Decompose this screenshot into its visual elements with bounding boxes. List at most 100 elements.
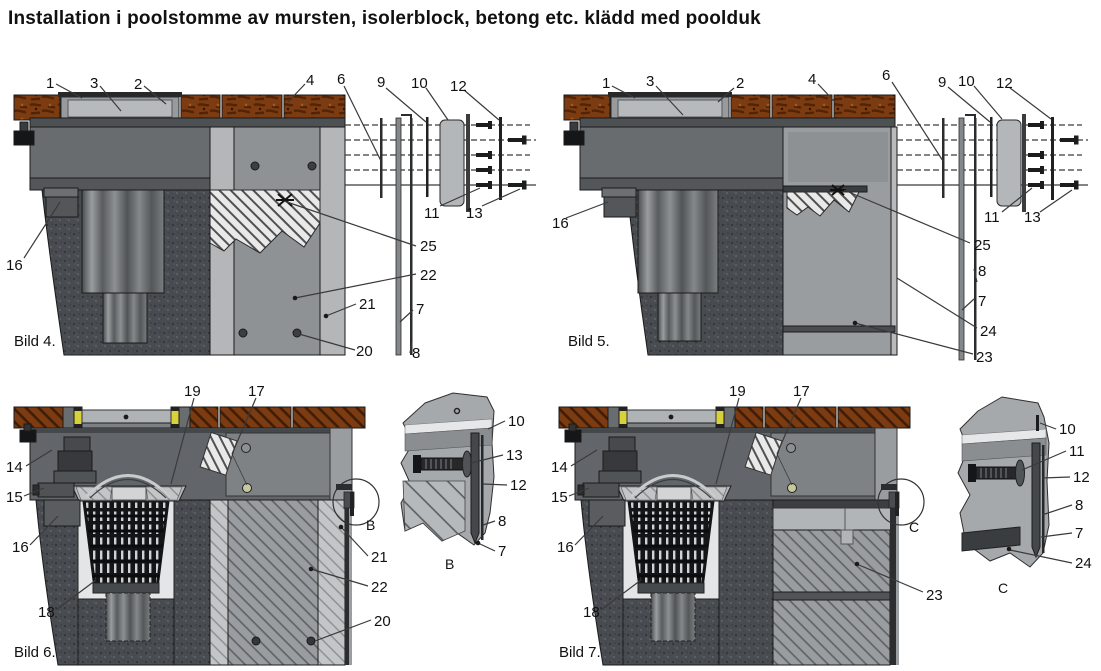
screw-head — [242, 483, 252, 493]
screws — [1028, 121, 1079, 190]
callout-21: 21 — [371, 549, 388, 566]
callout-24: 24 — [1075, 555, 1092, 572]
callout-12: 12 — [1073, 469, 1090, 486]
detail-circle-C — [877, 478, 925, 526]
leader-dot — [852, 320, 858, 326]
callout-19: 19 — [184, 383, 201, 400]
detail-label-B: B — [445, 556, 454, 572]
skimmer-lid — [608, 92, 732, 121]
callout-22: 22 — [371, 579, 388, 596]
callout-3: 3 — [90, 75, 98, 92]
liner-cut-section — [209, 189, 321, 254]
liner-cut-section — [786, 184, 860, 217]
inlet-fittings — [19, 423, 97, 527]
wood-deck-cut — [558, 406, 911, 429]
leader-lines — [470, 420, 508, 552]
skimmer-basket — [82, 499, 170, 594]
callout-12: 12 — [996, 75, 1013, 92]
lock-nut — [43, 187, 79, 218]
figure-bild6: 19 17 14 15 16 18 21 22 20 B Bild 6. — [6, 383, 391, 666]
wall-section — [782, 126, 898, 356]
callout-20: 20 — [356, 343, 373, 360]
callout-11: 11 — [1069, 443, 1085, 460]
callout-18: 18 — [583, 604, 600, 621]
leader-dot — [323, 313, 329, 319]
callout-4: 4 — [808, 71, 816, 88]
callout-18: 18 — [38, 604, 55, 621]
callout-10: 10 — [411, 75, 428, 92]
callout-16: 16 — [552, 215, 569, 232]
callout-16: 16 — [12, 539, 29, 556]
figure-label-bild6: Bild 6. — [14, 644, 56, 661]
callout-16: 16 — [557, 539, 574, 556]
inlet-fittings — [564, 423, 642, 527]
callout-1: 1 — [46, 75, 54, 92]
flange — [404, 427, 493, 452]
callout-2: 2 — [736, 75, 744, 92]
detail-label-C: C — [998, 580, 1008, 596]
callout-22: 22 — [420, 267, 437, 284]
figure-bild7: 19 17 14 15 16 18 23 C Bild 7. — [551, 383, 943, 666]
leader-lines — [23, 83, 521, 354]
mouth-collar — [71, 474, 187, 502]
bolt — [968, 459, 1025, 487]
skimmer-body — [13, 117, 346, 191]
callout-1: 1 — [602, 75, 610, 92]
leader-dot — [475, 540, 481, 546]
skimmer-lid — [58, 92, 182, 121]
leader-dot — [292, 295, 298, 301]
figure-bild4: 1 3 2 4 6 9 10 12 11 13 16 25 22 21 7 20… — [6, 71, 536, 362]
callout-13: 13 — [466, 205, 483, 222]
mount-rail — [961, 526, 1021, 552]
callout-23: 23 — [976, 349, 993, 366]
callout-14: 14 — [551, 459, 568, 476]
drain-pipe — [650, 592, 696, 642]
leader-dot — [338, 524, 344, 530]
masonry-hatch — [402, 480, 466, 542]
lock-nut — [601, 187, 637, 218]
callout-12: 12 — [450, 78, 467, 95]
callout-15: 15 — [551, 489, 568, 506]
callout-15: 15 — [6, 489, 23, 506]
detail-ref-B: B — [366, 517, 375, 533]
callout-24: 24 — [980, 323, 997, 340]
leader-lines — [1009, 422, 1073, 564]
backfill-concrete — [580, 499, 774, 666]
pool-wall-isolerblock — [772, 499, 899, 666]
screw-hole — [453, 407, 461, 415]
callout-7: 7 — [1075, 525, 1083, 542]
gasket-cut-patch — [744, 431, 783, 476]
screw-head — [241, 443, 251, 453]
gaskets-and-plates — [942, 114, 1054, 361]
callout-6: 6 — [337, 71, 345, 88]
leader-lines — [565, 81, 1073, 355]
figure-detail-C: 10 11 12 8 7 24 C — [957, 396, 1092, 596]
callout-9: 9 — [377, 74, 385, 91]
callout-8: 8 — [1075, 497, 1083, 514]
leader-dot — [308, 566, 314, 572]
gasket-cut-patch — [199, 431, 238, 476]
wood-deck — [563, 94, 896, 121]
screw-head — [786, 443, 796, 453]
callout-10: 10 — [508, 413, 525, 430]
callout-17: 17 — [248, 383, 265, 400]
callout-13: 13 — [506, 447, 523, 464]
callout-10: 10 — [1059, 421, 1076, 438]
callout-7: 7 — [416, 301, 424, 318]
gaskets-and-plates — [380, 114, 502, 356]
figure-label-bild5: Bild 5. — [568, 333, 610, 350]
callout-4: 4 — [306, 72, 314, 89]
pool-wall — [209, 499, 352, 666]
callout-11: 11 — [424, 205, 440, 222]
leader-dot — [854, 561, 860, 567]
callout-20: 20 — [374, 613, 391, 630]
callout-25: 25 — [420, 238, 437, 255]
liner-plate — [470, 432, 484, 545]
callout-6: 6 — [882, 67, 890, 84]
page-title: Installation i poolstomme av mursten, is… — [8, 8, 761, 29]
callout-10: 10 — [958, 73, 975, 90]
skimmer-pipe — [637, 189, 719, 342]
liner-plate — [1031, 442, 1045, 559]
callout-12: 12 — [510, 477, 527, 494]
